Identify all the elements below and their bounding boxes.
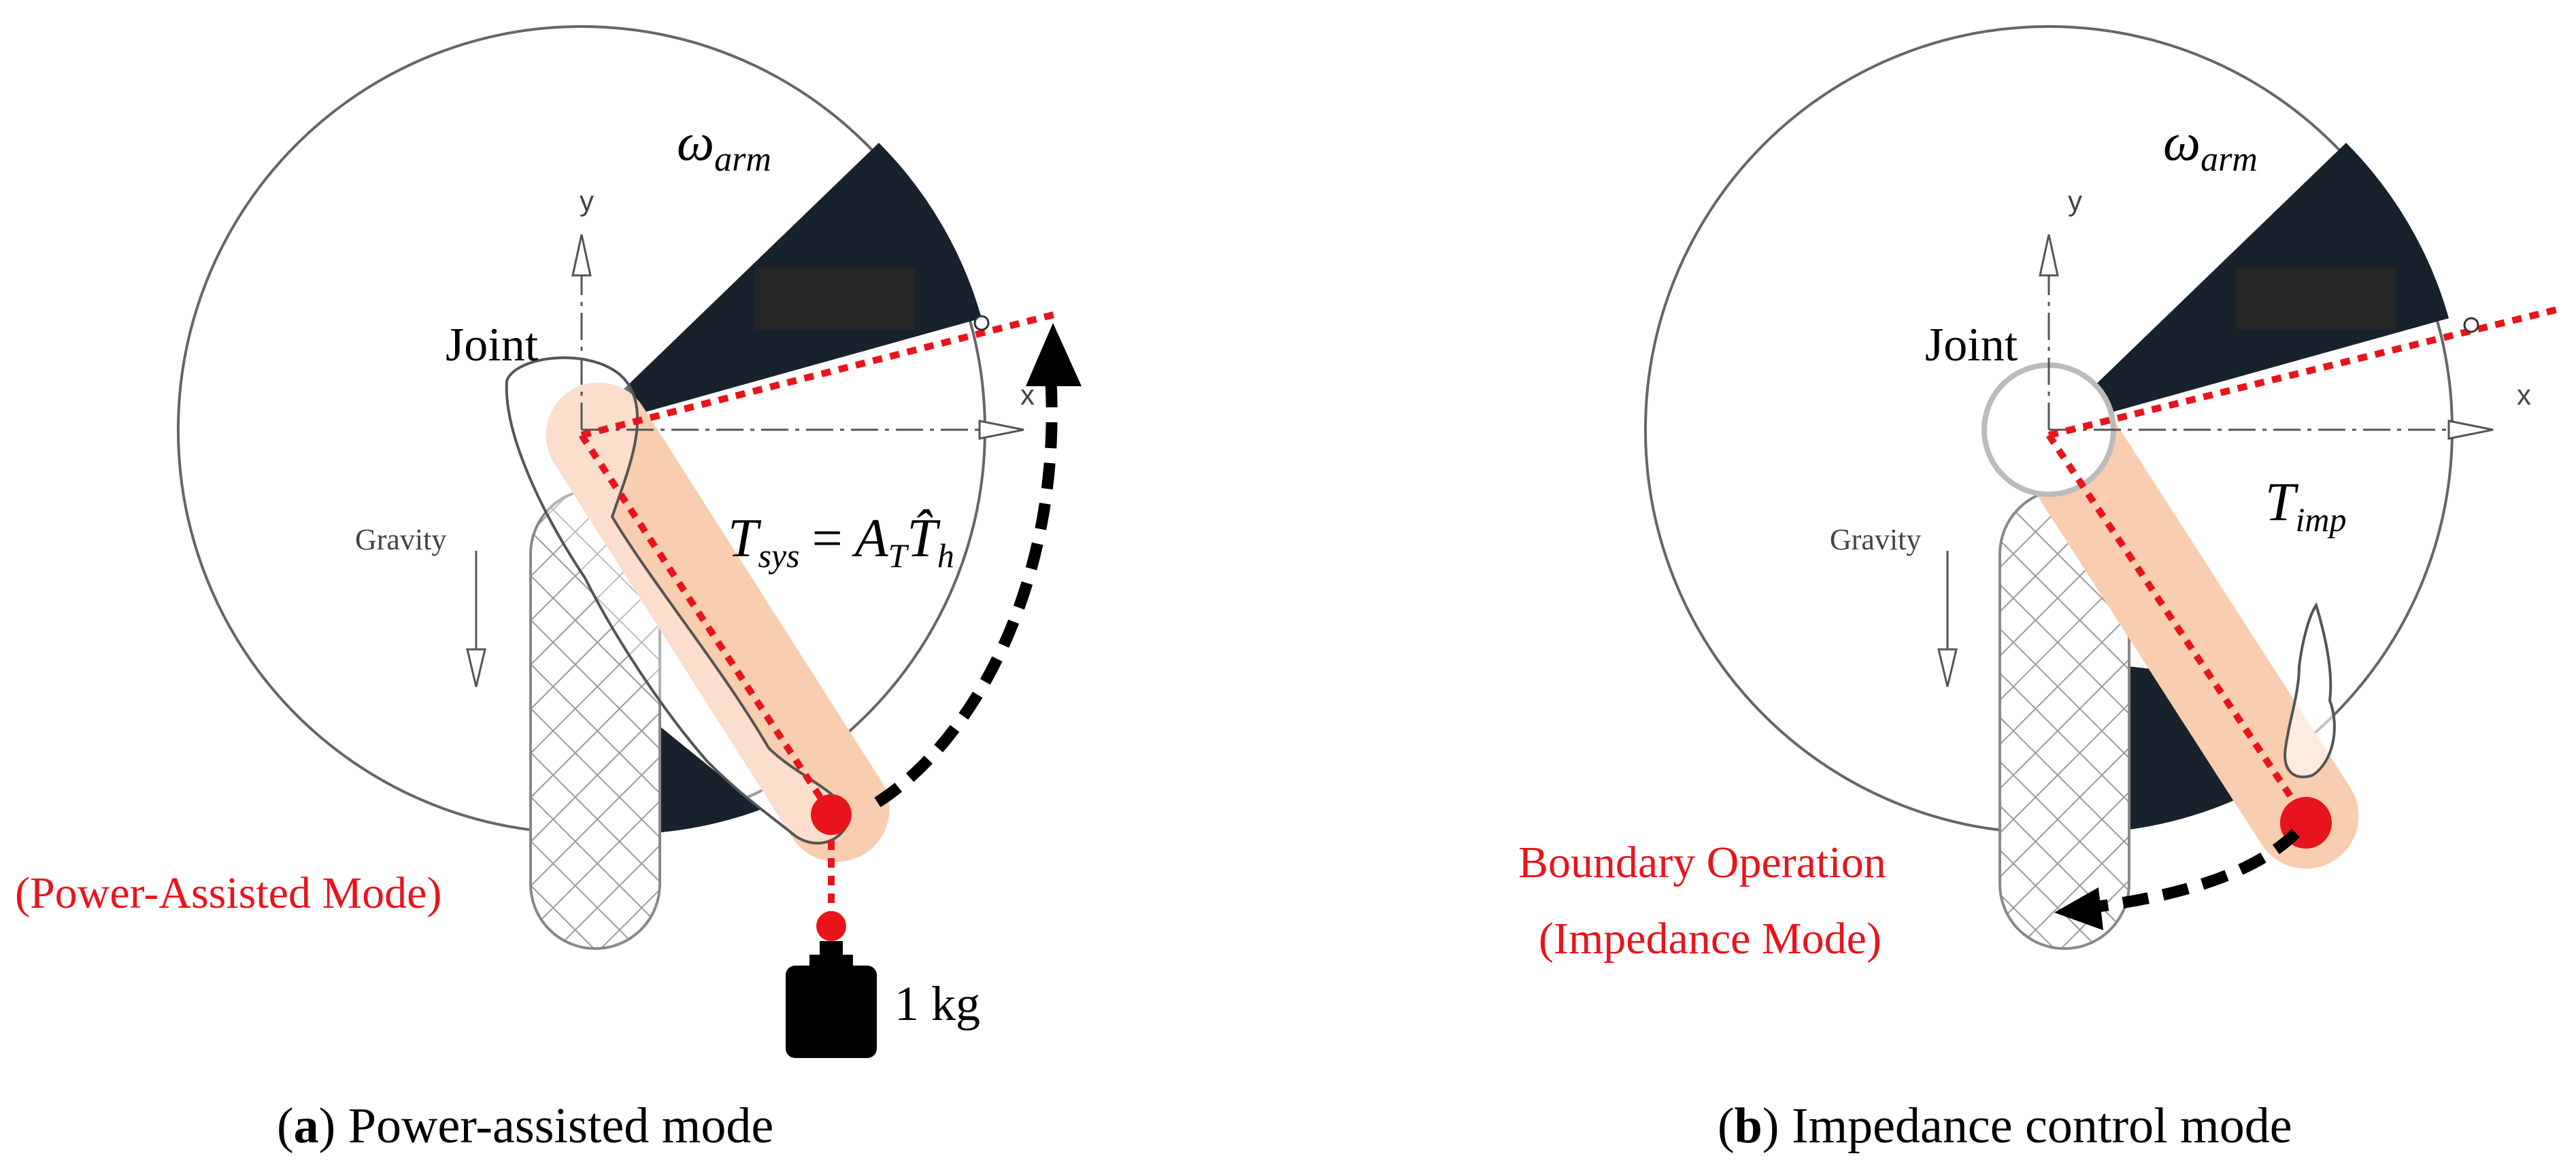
torque-equation: Tsys=ATT̂h — [728, 509, 954, 575]
weight-hook — [820, 941, 843, 956]
y-axis-arrow — [571, 234, 592, 277]
y-axis-arrow — [2039, 234, 2059, 277]
x-axis-arrow — [2447, 420, 2494, 440]
weight-cap — [809, 955, 853, 967]
small-endpoint-b — [2463, 317, 2479, 333]
joint-label: Joint — [1925, 319, 2018, 371]
hand-sketch — [2284, 602, 2336, 779]
caption-b: (b) Impedance control mode — [1718, 1098, 2292, 1154]
lower-sector — [653, 721, 762, 833]
weight-knob — [816, 911, 846, 941]
omega-label: ωarm — [677, 112, 771, 179]
hand-ball — [811, 794, 852, 835]
boundary-label-line2: (Impedance Mode) — [1539, 914, 1881, 964]
boundary-arrowhead — [2054, 887, 2103, 930]
arm-band — [546, 382, 890, 862]
arm-band — [2008, 382, 2359, 869]
weight-label: 1 kg — [894, 976, 980, 1031]
arm-line — [578, 433, 835, 816]
gravity-arrowhead — [466, 648, 486, 687]
y-axis-label: y — [2068, 185, 2082, 217]
small-endpoint-a — [973, 315, 990, 331]
y-axis-label: y — [580, 185, 594, 217]
motion-arrowhead — [1026, 323, 1082, 386]
gravity-label: Gravity — [1830, 523, 1921, 556]
weight-body — [786, 966, 877, 1058]
panel-b: ωarm Joint y x Gravity Timp Boundary Ope… — [1518, 25, 2559, 1154]
boundary-label-line1: Boundary Operation — [1518, 838, 1886, 887]
motion-arrow — [874, 380, 1058, 808]
joint-label: Joint — [446, 319, 539, 371]
x-axis-label: x — [1020, 379, 1035, 411]
sector-label-block — [2236, 267, 2396, 330]
omega-label: ωarm — [2163, 112, 2258, 179]
panel-a: ωarm Joint y x Gravity Tsys=ATT̂h (Power… — [15, 25, 1082, 1154]
power-assisted-label: (Power-Assisted Mode) — [15, 868, 441, 918]
impedance-torque: Timp — [2265, 473, 2347, 539]
reference-line — [580, 309, 1063, 439]
arm-line — [2045, 433, 2309, 821]
x-axis-label: x — [2517, 379, 2531, 411]
gravity-label: Gravity — [355, 523, 446, 556]
x-axis-arrow — [978, 420, 1024, 440]
sector-label-block — [755, 267, 915, 330]
gravity-arrowhead — [1937, 648, 1958, 687]
caption-a: (a) Power-assisted mode — [277, 1098, 773, 1154]
